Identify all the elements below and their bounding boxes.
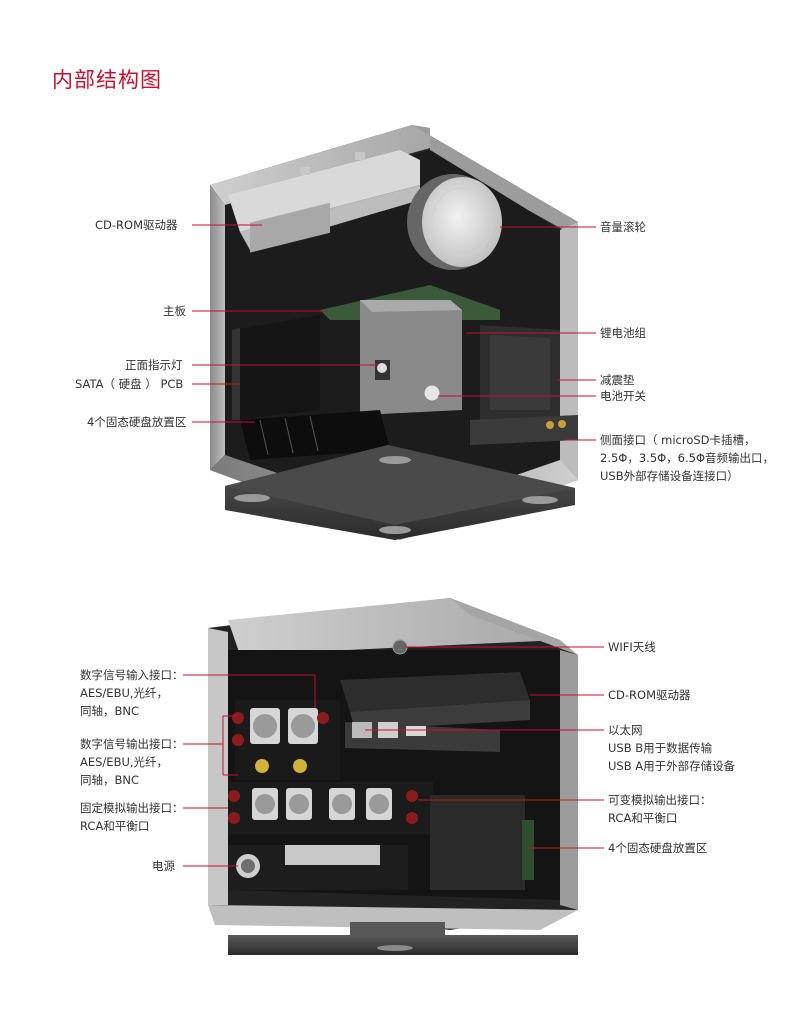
label-battery-switch: 电池开关 <box>600 389 646 403</box>
label-network: 以太网 USB B用于数据传输 USB A用于外部存储设备 <box>608 721 735 775</box>
label-digital-in: 数字信号输入接口： AES/EBU,光纤， 同轴，BNC <box>80 666 184 720</box>
bottom-base <box>228 922 578 955</box>
bottom-cube <box>208 598 578 930</box>
label-digital-out-line3: 同轴，BNC <box>80 773 140 787</box>
label-variable-analog: 可变模拟输出接口： RCA和平衡口 <box>608 791 712 827</box>
label-side-ports-line2: 2.5Φ，3.5Φ，6.5Φ音频输出口， <box>600 451 775 465</box>
label-ethernet: 以太网 <box>608 723 643 737</box>
label-cdrom-bottom: CD-ROM驱动器 <box>608 688 691 702</box>
label-power: 电源 <box>152 859 175 873</box>
label-side-ports-line3: USB外部存储设备连接口） <box>600 469 739 483</box>
label-usb-a: USB A用于外部存储设备 <box>608 759 736 773</box>
top-cube <box>210 125 578 540</box>
label-digital-out-line1: 数字信号输出接口： <box>80 737 184 751</box>
label-mainboard: 主板 <box>163 304 186 318</box>
label-fixed-analog-line1: 固定模拟输出接口： <box>80 801 184 815</box>
label-sata-pcb: SATA（ 硬盘 ） PCB <box>75 377 184 391</box>
label-side-ports: 侧面接口（ microSD卡插槽， 2.5Φ，3.5Φ，6.5Φ音频输出口， U… <box>600 431 774 485</box>
label-digital-in-line3: 同轴，BNC <box>80 704 140 718</box>
xlr-connectors-upper <box>250 708 318 744</box>
label-li-battery: 锂电池组 <box>600 326 646 340</box>
top-base-plate <box>225 445 575 540</box>
label-fixed-analog-line2: RCA和平衡口 <box>80 819 150 833</box>
label-fixed-analog: 固定模拟输出接口： RCA和平衡口 <box>80 799 184 835</box>
label-digital-out-line2: AES/EBU,光纤， <box>80 755 169 769</box>
label-volume-wheel: 音量滚轮 <box>600 220 646 234</box>
label-side-ports-line1: 侧面接口（ microSD卡插槽， <box>600 433 756 447</box>
page-title: 内部结构图 <box>52 68 162 92</box>
label-ssd-bay-top: 4个固态硬盘放置区 <box>87 415 187 429</box>
label-digital-in-line1: 数字信号输入接口： <box>80 668 184 682</box>
label-variable-analog-line2: RCA和平衡口 <box>608 811 678 825</box>
label-ssd-bay-bottom: 4个固态硬盘放置区 <box>608 841 708 855</box>
label-digital-in-line2: AES/EBU,光纤， <box>80 686 169 700</box>
label-cdrom-top: CD-ROM驱动器 <box>95 218 178 232</box>
label-usb-b: USB B用于数据传输 <box>608 741 713 755</box>
xlr-connectors-lower <box>252 788 392 820</box>
label-wifi: WIFI天线 <box>608 640 656 654</box>
label-variable-analog-line1: 可变模拟输出接口： <box>608 793 712 807</box>
label-front-led: 正面指示灯 <box>125 358 183 372</box>
label-digital-out: 数字信号输出接口： AES/EBU,光纤， 同轴，BNC <box>80 735 184 789</box>
label-damper: 减震垫 <box>600 373 635 387</box>
